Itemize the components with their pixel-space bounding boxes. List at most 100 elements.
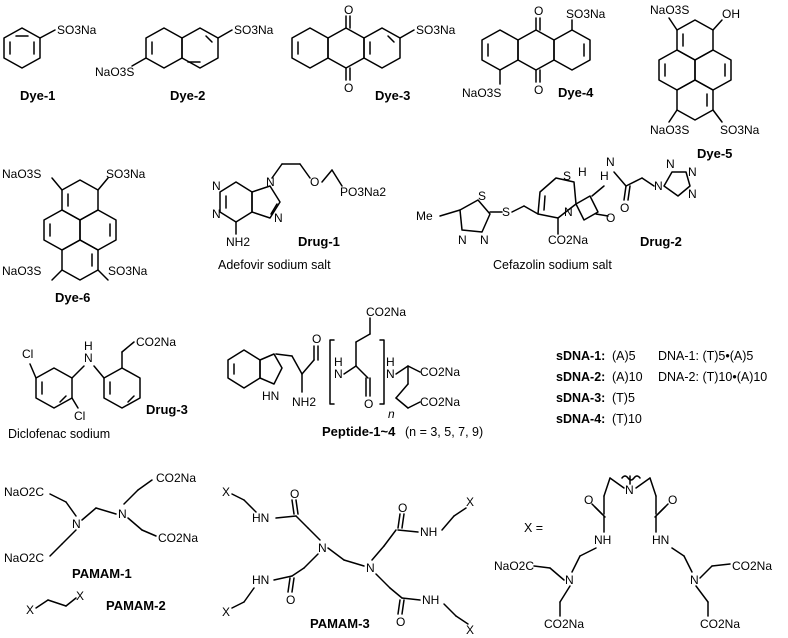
dye-2-structure: SO3Na NaO3S Dye-2	[95, 23, 274, 103]
dye-4-label: Dye-4	[558, 85, 594, 100]
drug-2-amide-n: N	[606, 155, 615, 169]
pamam-3-nh-3: NH	[420, 525, 437, 539]
x-n-right: N	[690, 573, 699, 587]
drug-3-name: Diclofenac sodium	[8, 427, 110, 441]
peptide-amide-n-2: N	[386, 367, 395, 381]
sdna-3-sequence: (T)5	[612, 391, 635, 405]
dye-3-label: Dye-3	[375, 88, 410, 103]
x-dendron-structure: X = N O NH N NaO2C CO2Na O HN N CO2Na	[494, 475, 772, 631]
x-n-left: N	[565, 573, 574, 587]
pamam-3-x-1: X	[222, 485, 230, 499]
pamam-3-x-4: X	[466, 623, 474, 637]
peptide-repeat-n: n	[388, 407, 395, 421]
drug-3-nh-n: N	[84, 351, 93, 365]
drug-2-cephem-s: S	[563, 169, 571, 183]
x-carboxylate-4: CO2Na	[700, 617, 740, 631]
dye-1-sulfonate: SO3Na	[57, 23, 97, 37]
dye-1-structure: SO3Na Dye-1	[3, 23, 97, 103]
x-carboxylate-1: NaO2C	[494, 559, 534, 573]
pamam-3-hn-1: HN	[252, 511, 269, 525]
sdna-3-label: sDNA-3:	[556, 391, 605, 405]
sdna-2-sequence: (A)10	[612, 370, 643, 384]
drug-2-tetrazole-n2: N	[666, 157, 675, 171]
drug-1-structure: N N N N NH2 O PO3Na2 Drug-1 Adefovir sod…	[212, 163, 386, 272]
dye-6-label: Dye-6	[55, 290, 90, 305]
drug-1-n9: N	[266, 175, 275, 189]
drug-1-n7: N	[274, 211, 283, 225]
pamam-1-carboxylate-top-left: NaO2C	[4, 485, 44, 499]
pamam-2-x-right: X	[76, 589, 84, 603]
peptide-amide-n-1: N	[334, 367, 343, 381]
drug-3-structure: Cl Cl N H CO2Na Drug-3 Diclofenac sodium	[8, 335, 188, 441]
peptide-n-terminal-amine: NH2	[292, 395, 316, 409]
drug-2-name: Cefazolin sodium salt	[493, 258, 612, 272]
dye-2-sulfonate-right: SO3Na	[234, 23, 274, 37]
pamam-2-label: PAMAM-2	[106, 598, 166, 613]
sdna-1-sequence: (A)5	[612, 349, 636, 363]
sdna-1-label: sDNA-1:	[556, 349, 605, 363]
x-attachment-point	[621, 475, 641, 481]
pamam-2-x-left: X	[26, 603, 34, 617]
pamam-1-carboxylate-bottom-left: NaO2C	[4, 551, 44, 565]
dye-6-sulfonate-bottom-right: SO3Na	[108, 264, 148, 278]
drug-2-label: Drug-2	[640, 234, 682, 249]
drug-1-n1: N	[212, 179, 221, 193]
drug-2-cephem-n: N	[564, 205, 573, 219]
dna-1-sequence: DNA-1: (T)5•(A)5	[658, 349, 753, 363]
dye-3-sulfonate: SO3Na	[416, 23, 456, 37]
pamam-1-n-right: N	[118, 507, 127, 521]
drug-2-tetrazole-n1: N	[654, 179, 663, 193]
peptide-structure: HN NH2 O H N CO2Na O n H N CO2Na CO2Na P…	[227, 305, 483, 439]
pamam-1-structure: N N NaO2C NaO2C CO2Na CO2Na PAMAM-1	[4, 471, 198, 581]
dye-4-oxygen-bottom: O	[534, 83, 543, 97]
drug-1-phosphonate: PO3Na2	[340, 185, 386, 199]
dye-5-structure: NaO3S OH NaO3S SO3Na Dye-5	[650, 3, 760, 161]
x-core-n: N	[625, 483, 634, 497]
drug-2-thiadiazole-s: S	[478, 189, 486, 203]
x-equals-label: X =	[524, 521, 543, 535]
pamam-3-hn-2: HN	[252, 573, 269, 587]
drug-1-amine: NH2	[226, 235, 250, 249]
x-o-right: O	[668, 493, 677, 507]
drug-3-carboxylate: CO2Na	[136, 335, 176, 349]
dye-6-sulfonate-top-right: SO3Na	[106, 167, 146, 181]
dye-6-sulfonate-top-left: NaO3S	[2, 167, 41, 181]
dye-5-sulfonate-top: NaO3S	[650, 3, 689, 17]
peptide-side-chain-carboxylate: CO2Na	[366, 305, 406, 319]
dye-3-oxygen-bottom: O	[344, 81, 353, 95]
pamam-3-x-3: X	[466, 495, 474, 509]
dye-4-structure: O O SO3Na NaO3S Dye-4	[462, 4, 606, 100]
drug-1-name: Adefovir sodium salt	[218, 258, 331, 272]
x-o-left: O	[584, 493, 593, 507]
pamam-3-o-3: O	[398, 501, 407, 515]
pamam-3-o-4: O	[396, 615, 405, 629]
pamam-3-o-1: O	[290, 487, 299, 501]
pamam-3-n-right: N	[366, 561, 375, 575]
dye-4-sulfonate-bottom: NaO3S	[462, 86, 501, 100]
sdna-2-label: sDNA-2:	[556, 370, 605, 384]
pamam-3-n-left: N	[318, 541, 327, 555]
dye-5-sulfonate-bottom-left: NaO3S	[650, 123, 689, 137]
pamam-1-label: PAMAM-1	[72, 566, 132, 581]
dye-3-structure: O O SO3Na Dye-3	[291, 3, 456, 103]
drug-2-h: H	[578, 165, 587, 179]
drug-2-thiadiazole-n2: N	[480, 233, 489, 247]
drug-3-label: Drug-3	[146, 402, 188, 417]
drug-3-cl-bottom: Cl	[74, 409, 85, 423]
pamam-3-o-2: O	[286, 593, 295, 607]
drug-2-lactam-o: O	[606, 211, 615, 225]
dye-2-sulfonate-left: NaO3S	[95, 65, 134, 79]
drug-2-methyl: Me	[416, 209, 433, 223]
drug-2-tetrazole-n4: N	[688, 187, 697, 201]
dye-5-sulfonate-bottom-right: SO3Na	[720, 123, 760, 137]
drug-2-structure: S N N Me S S N O H CO2Na H N O N N N N D…	[416, 155, 697, 272]
dye-6-sulfonate-bottom-left: NaO3S	[2, 264, 41, 278]
pamam-3-structure: N N O HN X O HN X O NH X	[222, 485, 474, 637]
pamam-1-carboxylate-top-right: CO2Na	[156, 471, 196, 485]
x-nh-left: NH	[594, 533, 611, 547]
drug-1-n3: N	[212, 207, 221, 221]
drug-3-cl-top: Cl	[22, 347, 33, 361]
drug-2-tetrazole-n3: N	[688, 165, 697, 179]
dye-4-oxygen-top: O	[534, 4, 543, 18]
